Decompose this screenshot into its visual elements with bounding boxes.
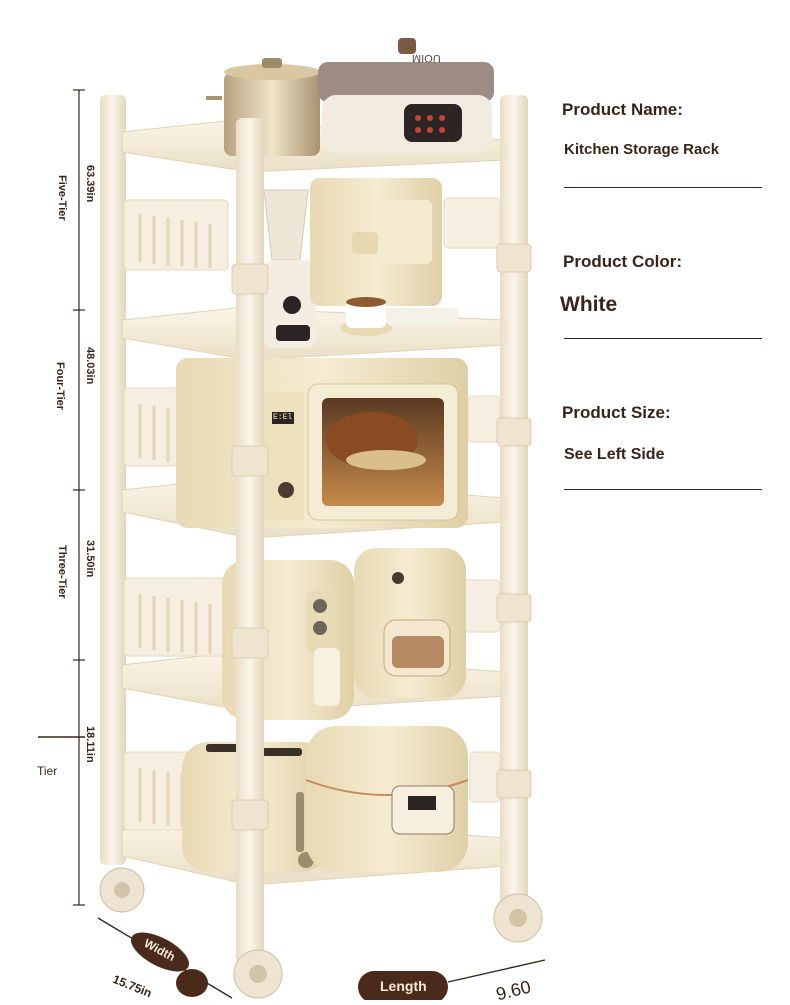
product-size-value: See Left Side (564, 446, 665, 463)
product-name-divider (564, 187, 762, 188)
width-badge-tail (176, 969, 208, 997)
tier-height-five: 63.39in (84, 165, 96, 203)
rack-back-left-post (100, 95, 126, 865)
microwave-display-text: E:El (273, 413, 293, 422)
product-color-value: White (560, 293, 618, 316)
electric-hot-pot (318, 38, 494, 153)
blender (263, 189, 316, 348)
product-color-label: Product Color: (563, 252, 682, 271)
rack-front-right-post (500, 95, 528, 915)
drip-coffee-maker (354, 548, 466, 698)
coffee-machine (310, 178, 458, 326)
caster-wheels (99, 867, 543, 999)
tier-height-one: 18.11in (84, 726, 96, 763)
tier-name-one: Tier (37, 764, 58, 778)
length-label: Length (380, 978, 427, 994)
pot-brand-text: UOIM (412, 52, 441, 64)
tier-name-three: Three-Tier (56, 545, 68, 599)
microwave-oven (176, 358, 468, 528)
tier-name-five: Five-Tier (56, 175, 68, 221)
product-name-label: Product Name: (562, 100, 683, 119)
rice-cooker (305, 726, 469, 872)
rack-front-left-post (236, 118, 264, 963)
product-color-divider (564, 338, 762, 339)
coffee-cup (340, 297, 392, 336)
tier-name-four: Four-Tier (54, 362, 66, 411)
product-size-divider (564, 489, 762, 490)
tier-height-four: 48.03in (84, 347, 96, 385)
product-size-label: Product Size: (562, 403, 671, 422)
length-badge (358, 971, 448, 1003)
height-dimension-line (38, 89, 85, 906)
tier-height-three: 31.50in (84, 540, 96, 578)
width-badge (130, 932, 190, 972)
product-name-value: Kitchen Storage Rack (564, 141, 720, 158)
